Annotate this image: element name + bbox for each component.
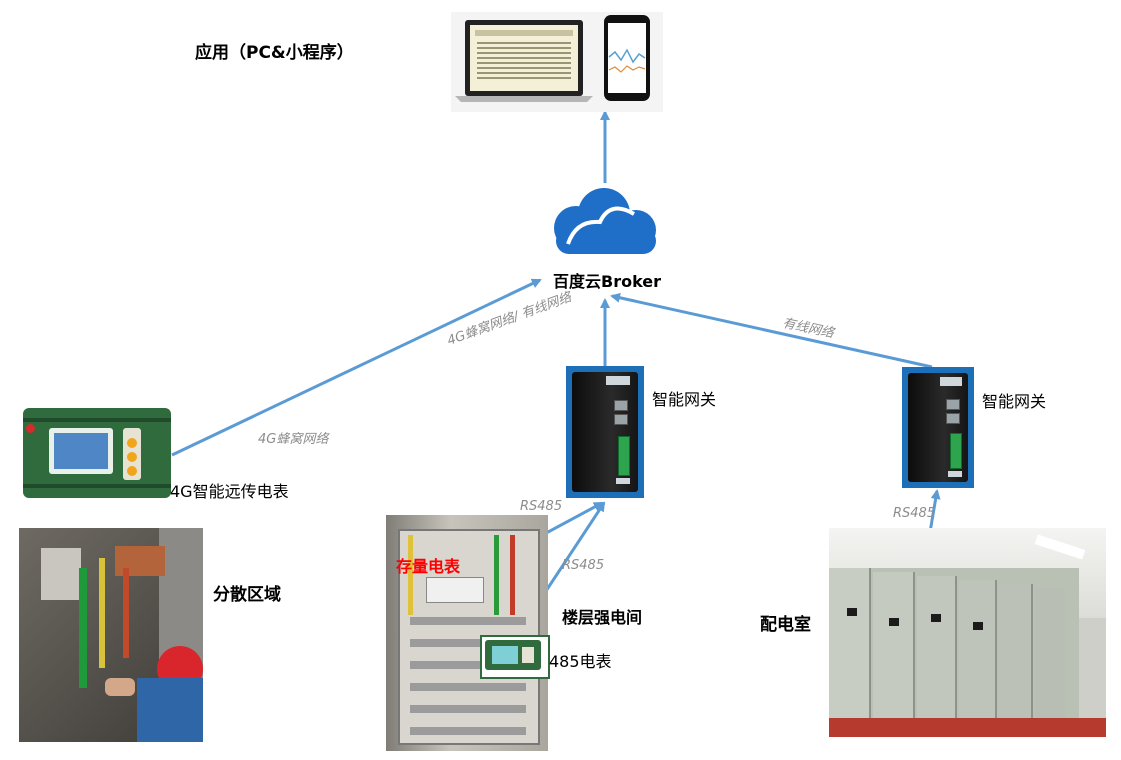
- application-devices: [451, 12, 663, 112]
- arrow-remote-meter-to-cloud: [171, 278, 542, 457]
- edge-label-rs485-c: RS485: [893, 506, 936, 521]
- gateway-center-label: 智能网关: [652, 390, 717, 409]
- application-label: 应用（PC&小程序）: [195, 43, 354, 63]
- meter-485-device: [480, 635, 550, 679]
- distributed-area-photo: [19, 528, 203, 742]
- floor-room-label: 楼层强电间: [562, 608, 643, 627]
- remote-meter-device: [23, 408, 171, 498]
- cloud-label: 百度云Broker: [553, 272, 662, 291]
- arrow-right-gateway-to-cloud: [610, 292, 933, 369]
- edge-label-cellular-left: 4G蜂窝网络: [258, 432, 329, 447]
- remote-meter-label: 4G智能远传电表: [170, 482, 289, 501]
- power-room-photo: [829, 528, 1106, 737]
- edge-label-rs485-b: RS485: [562, 558, 605, 573]
- laptop-icon: [455, 15, 650, 102]
- cloud-icon: [554, 188, 656, 254]
- existing-meter-label: 存量电表: [396, 557, 461, 576]
- floor-room-photo: [386, 515, 548, 751]
- edge-label-rs485-a: RS485: [520, 499, 563, 514]
- gateway-right-device: [902, 367, 974, 488]
- meter-485-label: 485电表: [549, 652, 612, 671]
- distributed-area-label: 分散区域: [213, 585, 281, 605]
- gateway-center-device: [566, 366, 644, 498]
- power-room-label: 配电室: [760, 615, 811, 635]
- gateway-right-label: 智能网关: [982, 392, 1047, 411]
